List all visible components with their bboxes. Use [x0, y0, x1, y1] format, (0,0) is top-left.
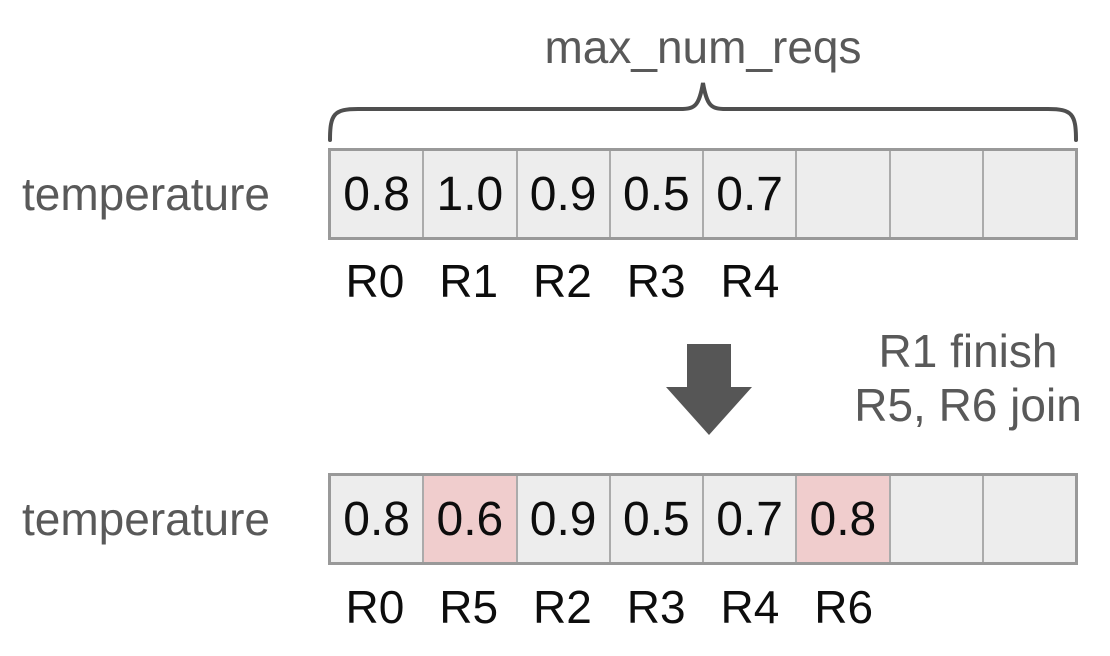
request-id-label: R0: [345, 581, 405, 633]
transition-caption: R1 finish R5, R6 join: [828, 324, 1108, 432]
request-id-label: R6: [814, 581, 874, 633]
request-id-label: R3: [626, 255, 686, 307]
array-cell: 0.7: [702, 476, 796, 562]
request-id-label: [984, 580, 1078, 634]
array-cell: 0.5: [608, 476, 702, 562]
request-labels-after: R0 R5 R2 R3 R4 R6: [328, 580, 1078, 634]
array-cell: 0.9: [515, 476, 609, 562]
array-cell: [888, 151, 982, 237]
array-cell: 0.7: [702, 151, 796, 237]
array-cell-highlighted: 0.8: [795, 476, 889, 562]
request-id-label: [797, 254, 891, 308]
array-cell: [981, 151, 1075, 237]
request-id-label: R0: [345, 255, 405, 307]
request-labels-before: R0 R1 R2 R3 R4: [328, 254, 1078, 308]
request-id-label: [891, 580, 985, 634]
temperature-label-before: temperature: [22, 168, 271, 220]
request-id-label: R5: [439, 581, 499, 633]
request-id-label: R2: [532, 255, 592, 307]
temperature-label-after: temperature: [22, 493, 271, 545]
request-id-label: R4: [720, 255, 780, 307]
down-arrow-icon: [666, 344, 752, 435]
request-id-label: [891, 254, 985, 308]
array-cell: [888, 476, 982, 562]
request-id-label: R4: [720, 581, 780, 633]
array-cell: 0.9: [515, 151, 609, 237]
array-cell: [981, 476, 1075, 562]
max-num-reqs-label: max_num_reqs: [544, 21, 862, 73]
request-id-label: R1: [439, 255, 499, 307]
transition-caption-line2: R5, R6 join: [854, 379, 1082, 431]
curly-brace-icon: [328, 82, 1078, 142]
request-id-label: R2: [532, 581, 592, 633]
array-cell: 0.8: [331, 476, 423, 562]
array-cell-highlighted: 0.6: [422, 476, 516, 562]
array-cell: 0.5: [608, 151, 702, 237]
array-cell: 1.0: [422, 151, 516, 237]
transition-caption-line1: R1 finish: [878, 325, 1058, 377]
request-id-label: [984, 254, 1078, 308]
request-id-label: R3: [626, 581, 686, 633]
array-cell: [795, 151, 889, 237]
array-cell: 0.8: [331, 151, 423, 237]
